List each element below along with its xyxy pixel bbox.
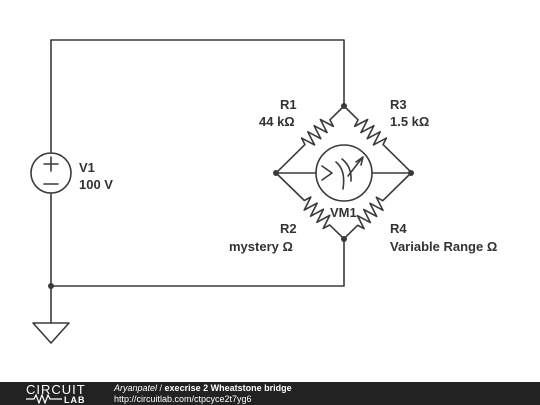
r1-value-label: 44 kΩ bbox=[259, 114, 295, 129]
logo-text-lab: LAB bbox=[64, 395, 86, 405]
circuit-url-link[interactable]: http://circuitlab.com/ctpcyce2t7yg6 bbox=[114, 394, 252, 404]
r3-value-label: 1.5 kΩ bbox=[390, 114, 429, 129]
resistor-r3[interactable] bbox=[339, 101, 416, 177]
footer-bar: CIRCUIT LAB Aryanpatel / execrise 2 Whea… bbox=[0, 382, 540, 405]
footer-separator: / bbox=[157, 383, 165, 393]
logo-text-circuit: CIRCUIT bbox=[26, 382, 86, 397]
ground-icon bbox=[32, 322, 70, 344]
footer-credit: Aryanpatel / execrise 2 Wheatstone bridg… bbox=[114, 383, 292, 394]
r2-value-label: mystery Ω bbox=[229, 239, 293, 254]
voltage-source-v1[interactable] bbox=[30, 152, 72, 194]
r2-name-label: R2 bbox=[280, 221, 297, 236]
circuit-schematic: V1 100 V R1 44 kΩ R3 1.5 kΩ VM1 R2 myste… bbox=[30, 39, 497, 344]
v1-value-label: 100 V bbox=[79, 177, 113, 192]
bottom-wire bbox=[50, 238, 345, 287]
r4-name-label: R4 bbox=[390, 221, 407, 236]
r1-name-label: R1 bbox=[280, 97, 297, 112]
circuitlab-logo[interactable]: CIRCUIT LAB bbox=[26, 383, 96, 405]
author-name[interactable]: Aryanpatel bbox=[114, 383, 158, 393]
r3-name-label: R3 bbox=[390, 97, 407, 112]
resistor-r2[interactable] bbox=[271, 168, 349, 244]
resistor-r4[interactable] bbox=[339, 168, 416, 244]
junction-ground bbox=[48, 283, 54, 289]
resistor-r1[interactable] bbox=[272, 101, 349, 177]
top-wire bbox=[50, 39, 345, 107]
circuit-title: execrise 2 Wheatstone bridge bbox=[164, 383, 292, 393]
voltmeter-vm1[interactable] bbox=[315, 144, 373, 202]
vm1-name-label: VM1 bbox=[330, 205, 357, 220]
resistor-logo-icon bbox=[26, 394, 62, 404]
v1-name-label: V1 bbox=[79, 160, 95, 175]
r4-value-label: Variable Range Ω bbox=[390, 239, 497, 254]
